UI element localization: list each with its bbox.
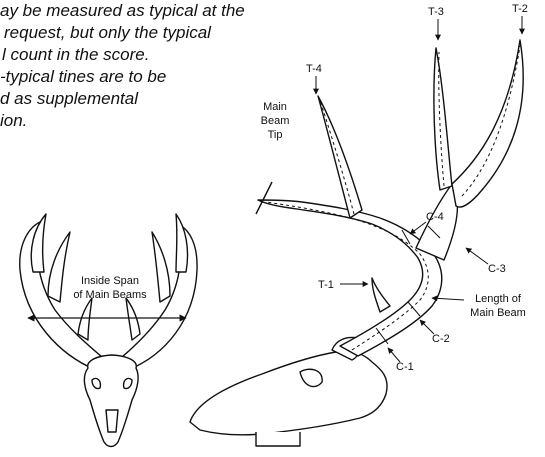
front-right-tine-3 (126, 298, 140, 340)
front-right-tine-1 (176, 214, 188, 272)
label-length-1: Length of (475, 293, 522, 305)
front-skull-nose (106, 410, 118, 432)
label-c2: C-2 (432, 333, 450, 345)
side-view-illustration (190, 40, 523, 446)
front-skull (84, 355, 138, 447)
label-t4: T-4 (306, 63, 322, 75)
label-c3: C-3 (488, 263, 506, 275)
label-t1: T-1 (318, 279, 334, 291)
label-c4: C-4 (426, 211, 444, 223)
side-skull-jaw-teeth (256, 432, 300, 446)
main-beam-tip-mark (256, 182, 272, 214)
side-tine-t1 (372, 278, 390, 312)
front-right-tine-2 (152, 232, 170, 302)
side-tine-t2 (452, 40, 523, 207)
arrow-c2 (420, 320, 434, 334)
side-tine-t3 (434, 48, 452, 190)
label-main-beam-tip-3: Tip (268, 129, 283, 141)
side-main-beam (258, 200, 442, 356)
front-left-tine-2 (48, 232, 70, 302)
arrow-c3 (466, 248, 488, 264)
inside-span-label-2: of Main Beams (73, 289, 147, 301)
side-skull (190, 351, 387, 434)
front-view-illustration (20, 214, 197, 447)
front-left-tine-3 (78, 298, 92, 340)
label-c1: C-1 (396, 361, 414, 373)
label-t3: T-3 (428, 6, 444, 18)
label-t2: T-2 (512, 3, 528, 15)
label-main-beam-tip-2: Beam (261, 115, 290, 127)
arrow-c1 (388, 348, 400, 362)
inside-span-label-1: Inside Span (81, 275, 139, 287)
label-length-2: Main Beam (470, 307, 526, 319)
label-main-beam-tip-1: Main (263, 101, 287, 113)
